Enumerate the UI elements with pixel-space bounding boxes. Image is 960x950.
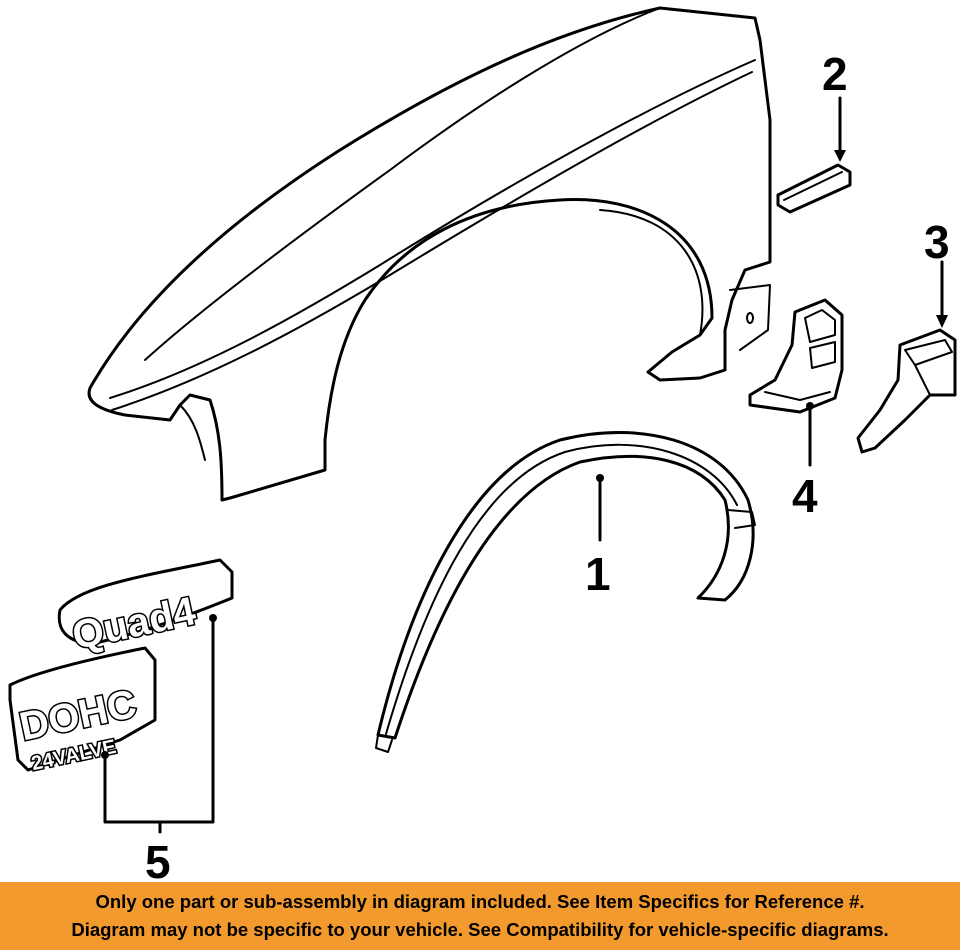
- leader-lines: [101, 96, 948, 834]
- fender-panel: [87, 6, 772, 502]
- disclaimer-line-2: Diagram may not be specific to your vehi…: [71, 919, 889, 940]
- callout-2: 2: [822, 48, 848, 100]
- callout-3: 3: [924, 216, 950, 268]
- disclaimer-banner: Only one part or sub-assembly in diagram…: [0, 882, 960, 950]
- emblem-quad4: Quad4: [57, 558, 234, 660]
- emblem-dohc-24valve: DOHC 24VALVE: [8, 646, 157, 777]
- callout-1: 1: [585, 548, 611, 600]
- callout-4: 4: [792, 470, 818, 522]
- molding-piece: [776, 163, 852, 214]
- rocker-extension: [856, 328, 957, 454]
- parts-diagram: Quad4 DOHC 24VALVE 1 2 3 4 5: [8, 6, 957, 882]
- wheel-opening-molding: [375, 431, 756, 753]
- splash-shield-bracket: [748, 298, 844, 414]
- disclaimer-line-1: Only one part or sub-assembly in diagram…: [95, 891, 865, 912]
- callout-5: 5: [145, 836, 171, 882]
